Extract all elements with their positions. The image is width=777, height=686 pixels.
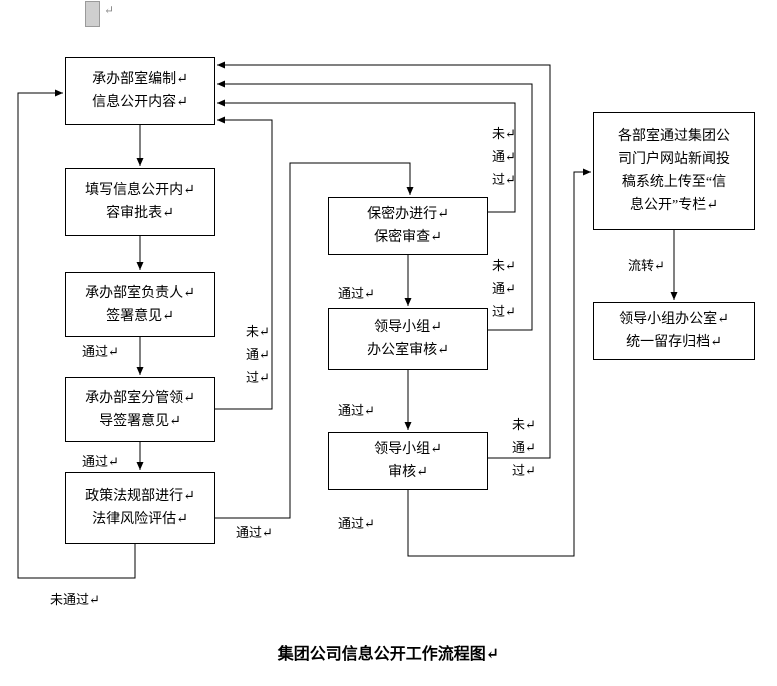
flow-step-legal-risk-assessment: 政策法规部进行↵ 法律风险评估↵ (65, 472, 215, 544)
edge-label-fail-group: 未↵ 通↵ 过↵ (512, 417, 536, 478)
edge-label-pass-legal-to-secrecy: 通过↵ (236, 525, 273, 540)
edge-label-transfer: 流转↵ (628, 258, 665, 273)
flow-step-secrecy-review: 保密办进行↵ 保密审查↵ (328, 197, 488, 255)
edge-label-fail-office: 未↵ 通↵ 过↵ (492, 258, 516, 319)
flow-step-upload-portal: 各部室通过集团公 司门户网站新闻投 稿系统上传至“信 息公开”专栏↵ (593, 112, 755, 230)
edge-label-pass-head-to-leader: 通过↵ (82, 344, 119, 359)
edge-label-pass-office-to-group: 通过↵ (338, 403, 375, 418)
flowchart-title: 集团公司信息公开工作流程图↵ (277, 646, 500, 663)
flow-step-dept-head-sign: 承办部室负责人↵ 签署意见↵ (65, 272, 215, 337)
edge-label-fail-bottom-loop: 未通过↵ (50, 592, 100, 607)
paragraph-mark: ↵ (104, 3, 115, 17)
flow-step-archive: 领导小组办公室↵ 统一留存归档↵ (593, 302, 755, 360)
edge-label-pass-leader-to-legal: 通过↵ (82, 454, 119, 469)
flow-step-dept-leader-sign: 承办部室分管领↵ 导签署意见↵ (65, 377, 215, 442)
flow-step-fill-approval-form: 填写信息公开内↵ 容审批表↵ (65, 168, 215, 236)
flow-step-leading-group-review: 领导小组↵ 审核↵ (328, 432, 488, 490)
flow-step-leading-group-office-review: 领导小组↵ 办公室审核↵ (328, 308, 488, 370)
flow-step-prepare-content: 承办部室编制↵ 信息公开内容↵ (65, 57, 215, 125)
edge-label-pass-secrecy-to-office: 通过↵ (338, 286, 375, 301)
edge-label-fail-mid-loop: 未↵ 通↵ 过↵ (246, 324, 270, 385)
paragraph-anchor-box (85, 1, 100, 27)
edge-label-fail-secrecy: 未↵ 通↵ 过↵ (492, 126, 516, 187)
edge-label-pass-group-out: 通过↵ (338, 516, 375, 531)
